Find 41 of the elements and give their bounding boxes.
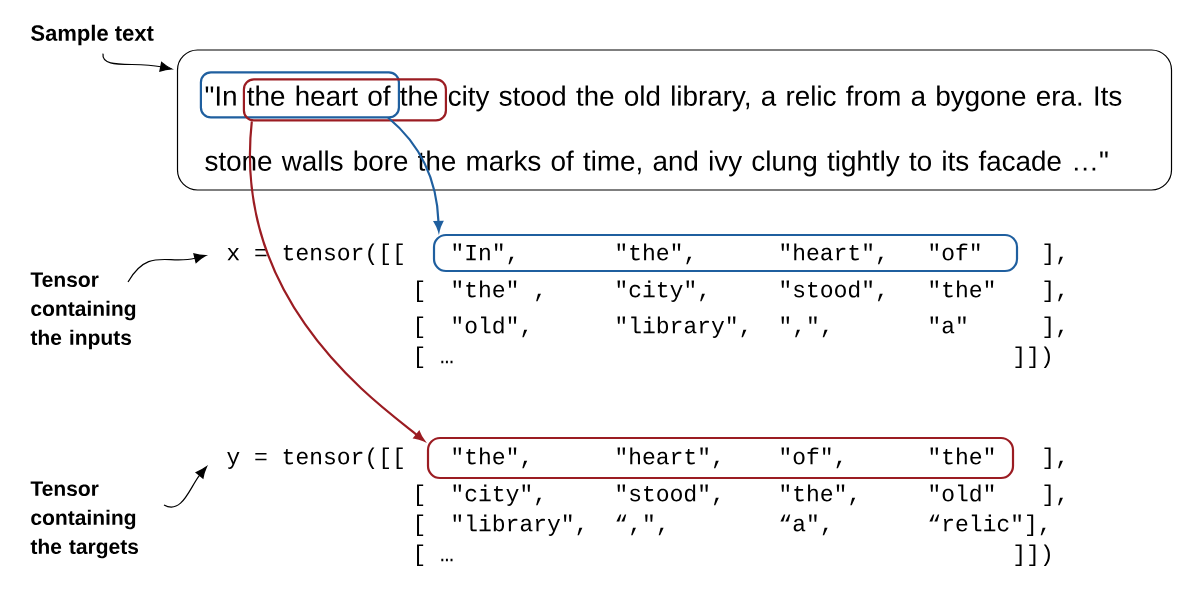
code-text: [ … bbox=[417, 346, 453, 368]
callout-label: Tensor containing the targets bbox=[30, 481, 139, 559]
code-text: [ bbox=[417, 316, 424, 338]
code-text: ]]) bbox=[1015, 346, 1050, 368]
curved-arrow bbox=[102, 53, 173, 72]
code-text: [ bbox=[417, 280, 424, 302]
code-line: y = tensor([[ bbox=[227, 447, 403, 469]
code-text: ], bbox=[1044, 243, 1063, 265]
code-text: ], bbox=[1044, 280, 1063, 302]
code-text: ], bbox=[1044, 316, 1063, 338]
code-text: "a" bbox=[930, 316, 966, 334]
code-text: ], bbox=[1044, 484, 1063, 506]
curved-arrow bbox=[163, 466, 208, 508]
curved-arrow bbox=[387, 116, 444, 232]
curved-arrow bbox=[127, 253, 207, 283]
highlight-box bbox=[242, 78, 447, 122]
code-text: "old", bbox=[453, 316, 528, 338]
code-text: ]]) bbox=[1015, 544, 1050, 566]
curved-arrow bbox=[249, 121, 425, 442]
code-text: “,", bbox=[616, 514, 664, 536]
code-text: "library", bbox=[617, 316, 747, 338]
code-text: ], bbox=[1044, 447, 1063, 469]
code-text: “relic"], bbox=[929, 514, 1046, 536]
code-text: [ … bbox=[417, 544, 453, 566]
code-token: "the", bbox=[617, 243, 692, 265]
highlight-box bbox=[199, 71, 400, 119]
code-token: "heart", bbox=[617, 447, 719, 469]
code-token: "the", bbox=[453, 447, 528, 469]
callout-label: Sample text bbox=[31, 24, 154, 46]
code-token: "heart", bbox=[781, 243, 883, 265]
code-text: [ bbox=[417, 514, 424, 536]
code-text: "library", bbox=[453, 514, 583, 536]
callout-label: Tensor containing the inputs bbox=[30, 272, 136, 350]
code-text: ",", bbox=[781, 316, 828, 338]
code-text: [ bbox=[417, 484, 424, 506]
code-token: "In", bbox=[453, 243, 514, 265]
code-token: "the" bbox=[930, 447, 994, 465]
code-token: "of" bbox=[930, 243, 980, 261]
code-token: "of", bbox=[781, 447, 842, 469]
code-line: x = tensor([[ bbox=[227, 243, 403, 265]
code-text: “a", bbox=[780, 514, 828, 536]
